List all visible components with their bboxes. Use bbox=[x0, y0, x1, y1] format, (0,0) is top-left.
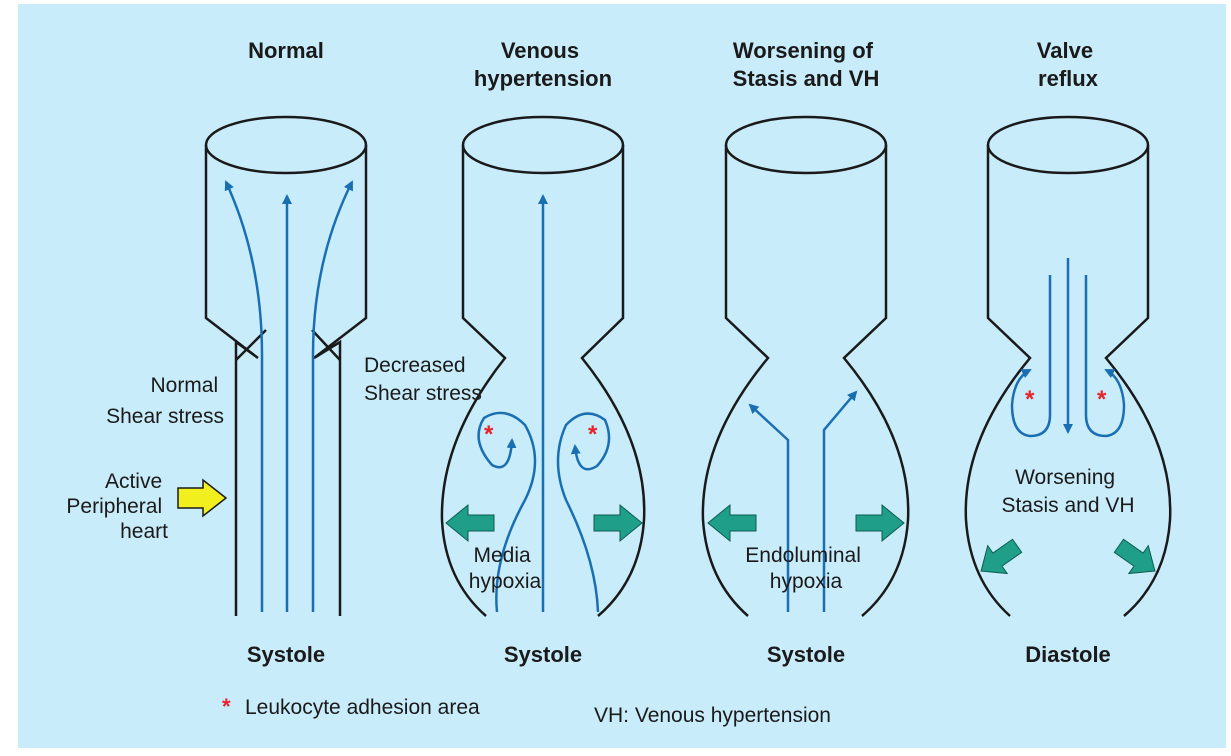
active-peripheral-heart-label: Active Peripheral heart bbox=[66, 470, 168, 543]
endoluminal-hypoxia-label: Endoluminal hypoxia bbox=[745, 544, 866, 593]
vessel-opening bbox=[988, 117, 1148, 173]
panel-venous-hypertension: Venous hypertension * * Decreased Shear … bbox=[364, 38, 644, 667]
vessel-wall-right bbox=[1106, 145, 1170, 616]
vessel-worsening-stasis bbox=[703, 117, 908, 616]
pressure-arrow-right bbox=[856, 505, 904, 541]
active-peripheral-heart-arrow bbox=[178, 480, 226, 516]
leukocyte-marker: * bbox=[484, 421, 494, 448]
legend-leukocyte-label: Leukocyte adhesion area bbox=[245, 696, 480, 719]
panel-normal: Normal Normal Shear stress Active Periph… bbox=[66, 38, 366, 667]
legend: * Leukocyte adhesion area VH: Venous hyp… bbox=[222, 694, 831, 727]
phase-label-normal: Systole bbox=[247, 642, 325, 667]
legend-leukocyte-symbol: * bbox=[222, 694, 231, 719]
vessel-wall-right bbox=[314, 145, 366, 616]
normal-shear-stress-label: Normal Shear stress bbox=[106, 374, 224, 428]
media-hypoxia-label: Media hypoxia bbox=[469, 544, 542, 593]
pressure-arrow-right bbox=[594, 505, 642, 541]
vessel-wall-left bbox=[966, 145, 1030, 616]
leukocyte-marker: * bbox=[1097, 386, 1107, 413]
leukocyte-marker: * bbox=[588, 421, 598, 448]
phase-label-worsening-stasis: Systole bbox=[767, 642, 845, 667]
worsening-stasis-label: Worsening Stasis and VH bbox=[1001, 466, 1134, 517]
phase-label-venous-hypertension: Systole bbox=[504, 642, 582, 667]
panel-worsening-stasis: Worsening of Stasis and VH Endoluminal h… bbox=[703, 38, 908, 667]
vessel-wall-right bbox=[582, 145, 644, 616]
pressure-arrow-left bbox=[446, 505, 494, 541]
leukocyte-marker: * bbox=[1025, 386, 1035, 413]
vessel-opening bbox=[726, 117, 886, 173]
decreased-shear-stress-label: Decreased Shear stress bbox=[364, 354, 482, 405]
pressure-arrow-left bbox=[708, 505, 756, 541]
phase-label-valve-reflux: Diastole bbox=[1025, 642, 1111, 667]
laminar-flow-arrows bbox=[226, 182, 352, 612]
flow-arrow-left bbox=[226, 182, 262, 612]
vortex-right bbox=[558, 414, 609, 612]
flow-arrow-right bbox=[313, 182, 352, 612]
panel-title-venous-hypertension: Venous hypertension bbox=[474, 38, 612, 91]
vessel-opening bbox=[206, 117, 366, 173]
vessel-opening bbox=[463, 117, 623, 173]
legend-vh-definition: VH: Venous hypertension bbox=[594, 704, 831, 727]
panel-valve-reflux: Valve reflux * * Worsening Stasis and VH… bbox=[966, 38, 1170, 667]
panel-title-normal: Normal bbox=[248, 38, 324, 63]
panel-title-valve-reflux: Valve reflux bbox=[1037, 38, 1099, 91]
panel-title-worsening-stasis: Worsening of Stasis and VH bbox=[733, 38, 880, 91]
